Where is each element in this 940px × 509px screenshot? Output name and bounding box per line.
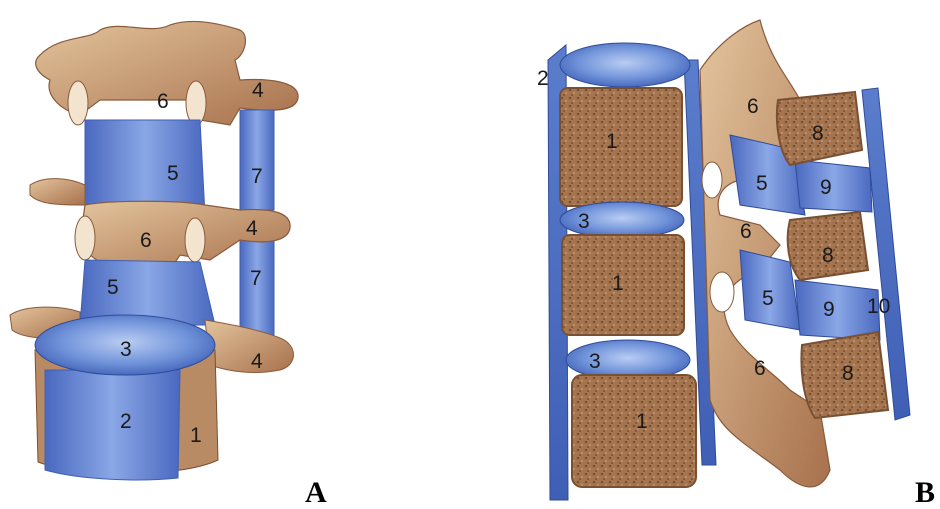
label-1-middle: 1 bbox=[612, 272, 624, 295]
anterior-longitudinal-ligament bbox=[45, 370, 180, 480]
panel-label-a: A bbox=[305, 476, 327, 509]
label-7-lower: 7 bbox=[250, 267, 262, 290]
label-1-upper: 1 bbox=[606, 130, 618, 153]
label-2: 2 bbox=[537, 67, 549, 90]
vertebral-body-upper bbox=[560, 88, 682, 206]
label-6-upper: 6 bbox=[747, 95, 759, 118]
panel-a: 6 4 5 7 6 4 5 7 3 4 2 1 A bbox=[10, 21, 327, 509]
ligamentum-flavum-lower bbox=[80, 260, 215, 325]
label-6-middle: 6 bbox=[740, 220, 752, 243]
label-9-upper: 9 bbox=[820, 176, 832, 199]
foramen-upper bbox=[702, 162, 722, 198]
label-3-lower: 3 bbox=[589, 350, 601, 373]
label-3: 3 bbox=[120, 338, 132, 361]
foramen-lower bbox=[710, 272, 734, 312]
transverse-process-left-upper bbox=[30, 179, 85, 205]
label-5-upper: 5 bbox=[167, 162, 179, 185]
facet-left-top bbox=[68, 81, 88, 125]
panel-label-b: B bbox=[915, 476, 935, 509]
label-4-upper: 4 bbox=[252, 79, 264, 102]
label-3-upper: 3 bbox=[578, 210, 590, 233]
label-4-middle: 4 bbox=[246, 217, 258, 240]
label-6-lower: 6 bbox=[754, 357, 766, 380]
disc-top bbox=[560, 43, 690, 87]
vertebral-body-lower bbox=[572, 375, 696, 487]
label-8-middle: 8 bbox=[822, 244, 834, 267]
label-8-lower: 8 bbox=[842, 362, 854, 385]
label-2: 2 bbox=[120, 410, 132, 433]
panel-b: 2 1 6 8 5 9 3 6 8 1 5 9 10 3 6 8 1 B bbox=[537, 20, 935, 509]
label-5-lower: 5 bbox=[762, 287, 774, 310]
label-6-upper: 6 bbox=[157, 90, 169, 113]
interspinous-ligament-upper bbox=[240, 110, 274, 210]
facet-right-top bbox=[186, 81, 206, 125]
label-6-middle: 6 bbox=[140, 229, 152, 252]
label-10: 10 bbox=[867, 295, 890, 318]
label-1: 1 bbox=[190, 424, 202, 447]
label-8-upper: 8 bbox=[812, 122, 824, 145]
label-9-lower: 9 bbox=[823, 298, 835, 321]
label-5-upper: 5 bbox=[756, 172, 768, 195]
label-7-upper: 7 bbox=[251, 165, 263, 188]
label-5-lower: 5 bbox=[107, 276, 119, 299]
label-1-lower: 1 bbox=[636, 410, 648, 433]
facet-right-middle bbox=[185, 218, 205, 262]
facet-left-middle bbox=[75, 216, 95, 260]
label-4-lower: 4 bbox=[251, 350, 263, 373]
interspinous-ligament-upper bbox=[795, 160, 872, 212]
